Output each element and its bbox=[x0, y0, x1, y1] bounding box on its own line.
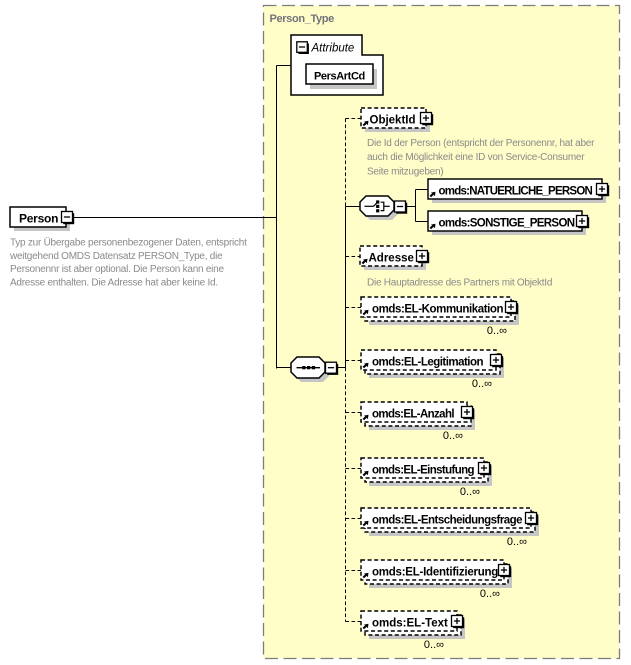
svg-text:Person_Type: Person_Type bbox=[270, 13, 335, 25]
svg-text:Adresse: Adresse bbox=[369, 253, 414, 265]
svg-text:omds:EL-Anzahl: omds:EL-Anzahl bbox=[372, 409, 454, 421]
svg-text:auch die Möglichkeit eine ID v: auch die Möglichkeit eine ID von Service… bbox=[367, 152, 585, 163]
svg-text:omds:EL-Kommunikation: omds:EL-Kommunikation bbox=[372, 304, 503, 316]
svg-text:omds:EL-Identifizierung: omds:EL-Identifizierung bbox=[372, 567, 498, 579]
svg-text:ObjektId: ObjektId bbox=[370, 115, 416, 127]
svg-text:weitgehend OMDS Datensatz PERS: weitgehend OMDS Datensatz PERSON_Type, d… bbox=[9, 251, 223, 262]
svg-text:0..∞: 0..∞ bbox=[424, 639, 444, 651]
svg-text:Seite mitzugeben): Seite mitzugeben) bbox=[367, 166, 443, 177]
svg-text:omds:EL-Legitimation: omds:EL-Legitimation bbox=[372, 357, 483, 369]
svg-text:omds:EL-Einstufung: omds:EL-Einstufung bbox=[372, 465, 475, 477]
svg-text:Attribute: Attribute bbox=[311, 43, 355, 55]
svg-text:Person: Person bbox=[19, 212, 58, 226]
svg-text:Die Hauptadresse des Partners: Die Hauptadresse des Partners mit Objekt… bbox=[367, 278, 552, 289]
svg-text:Adresse enthalten. Die Adresse: Adresse enthalten. Die Adresse hat aber … bbox=[10, 277, 218, 288]
svg-text:0..∞: 0..∞ bbox=[507, 536, 527, 548]
svg-text:0..∞: 0..∞ bbox=[472, 378, 492, 390]
svg-text:0..∞: 0..∞ bbox=[487, 325, 507, 337]
svg-text:omds:EL-Text: omds:EL-Text bbox=[372, 618, 448, 630]
svg-text:Typ zur Übergabe personenbezog: Typ zur Übergabe personenbezogener Daten… bbox=[10, 237, 247, 249]
svg-text:Personennr ist aber optional.: Personennr ist aber optional. Die Person… bbox=[10, 264, 224, 275]
svg-text:omds:EL-Entscheidungsfrage: omds:EL-Entscheidungsfrage bbox=[372, 515, 522, 527]
svg-text:omds:SONSTIGE_PERSON: omds:SONSTIGE_PERSON bbox=[439, 218, 575, 230]
svg-text:Die Id der Person (entspricht: Die Id der Person (entspricht der Person… bbox=[367, 138, 595, 149]
svg-text:0..∞: 0..∞ bbox=[480, 588, 500, 600]
svg-text:PersArtCd: PersArtCd bbox=[314, 71, 365, 83]
svg-text:0..∞: 0..∞ bbox=[460, 486, 480, 498]
svg-text:omds:NATUERLICHE_PERSON: omds:NATUERLICHE_PERSON bbox=[439, 186, 593, 198]
svg-text:0..∞: 0..∞ bbox=[443, 430, 463, 442]
